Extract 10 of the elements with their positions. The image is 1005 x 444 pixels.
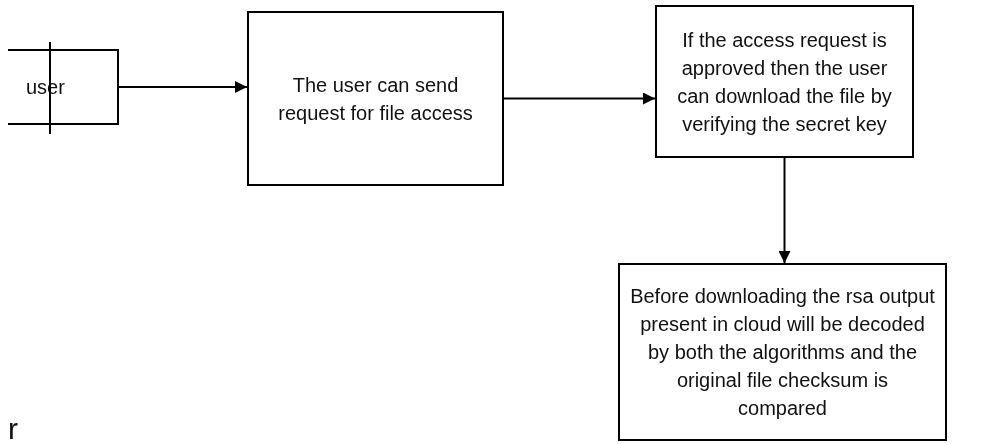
box-text: The user can send request for file access: [277, 72, 474, 126]
box-text: Before downloading the rsa output present in cloud will be decoded by both the algorithms and the original file checksum is compared: [630, 284, 935, 421]
arrow: [503, 92, 656, 105]
process-box: [618, 263, 947, 441]
process-box: [655, 5, 914, 158]
process-box: [247, 11, 504, 186]
stray-text: r: [8, 414, 18, 444]
box-text: If the access request is approved then the user can download the file by verifying the secret key: [676, 27, 893, 137]
arrow: [778, 157, 791, 264]
arrow: [118, 81, 248, 93]
